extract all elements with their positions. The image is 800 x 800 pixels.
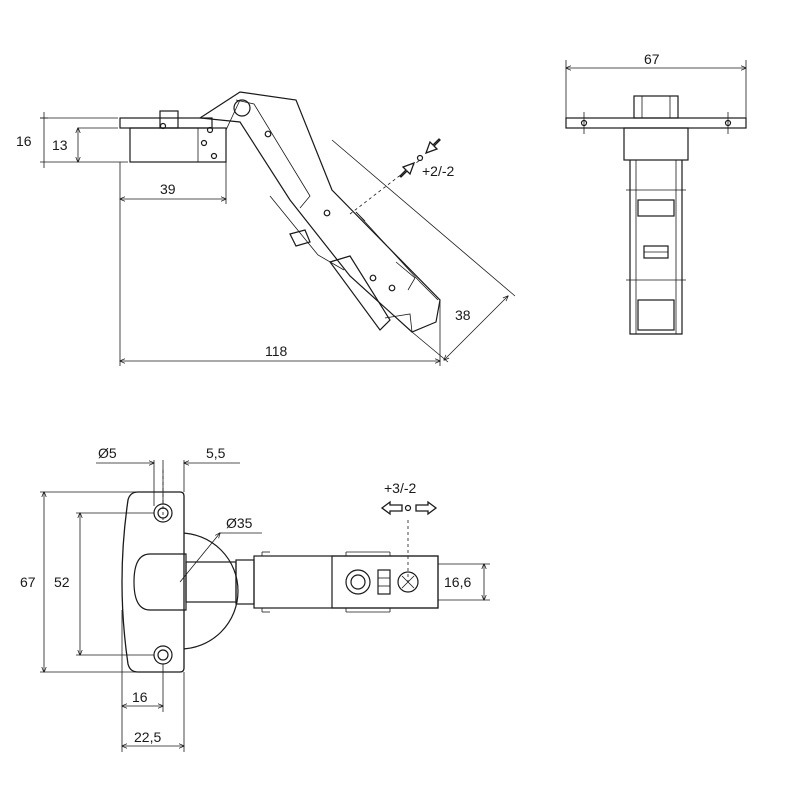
dim-16-label: 16 — [16, 133, 32, 149]
dim-16-6: 16,6 — [438, 564, 490, 600]
dim-16-13: 16 13 — [16, 112, 128, 168]
dim-16-bottom-label: 16 — [132, 689, 148, 705]
side-view: 16 13 39 118 38 +2/-2 — [16, 91, 516, 366]
dim-16-bottom: 16 — [122, 610, 163, 752]
dim-118: 118 — [120, 300, 440, 366]
dim-hole-label: Ø5 — [98, 445, 117, 461]
dim-39: 39 — [120, 162, 226, 366]
dim-22-5-label: 22,5 — [134, 729, 161, 745]
dim-16-6-label: 16,6 — [444, 574, 471, 590]
dim-67-left: 67 — [20, 492, 138, 672]
plan-view: Ø5 5,5 Ø35 67 52 16,6 — [20, 445, 490, 752]
end-view: 67 — [565, 51, 747, 335]
dim-hole-5: Ø5 5,5 — [96, 445, 240, 506]
dim-67-top: 67 — [566, 51, 746, 118]
mounting-plate — [119, 110, 227, 163]
dim-cup-35: Ø35 — [179, 515, 262, 583]
cup-outline — [179, 532, 239, 650]
dim-118-label: 118 — [265, 343, 288, 359]
adjust-arrow-plan: +3/-2 — [380, 480, 438, 516]
dim-52-label: 52 — [54, 574, 70, 590]
dim-5-5-label: 5,5 — [206, 445, 226, 461]
dim-cup-label: Ø35 — [226, 515, 253, 531]
dim-67-top-label: 67 — [644, 51, 660, 67]
dim-67-left-label: 67 — [20, 574, 36, 590]
end-view-body — [565, 95, 747, 335]
dim-39-label: 39 — [160, 181, 176, 197]
adjust-arrow-side: +2/-2 — [349, 138, 455, 215]
adjust-plan-label: +3/-2 — [384, 480, 417, 496]
plan-plate — [121, 491, 185, 673]
dim-38: 38 — [331, 139, 516, 363]
hinge-arm — [198, 91, 441, 333]
dim-13-label: 13 — [52, 137, 68, 153]
adjust-side-label: +2/-2 — [422, 163, 455, 179]
plan-arm — [185, 551, 439, 613]
dim-22-5: 22,5 — [122, 672, 184, 752]
dim-52: 52 — [54, 513, 154, 655]
dim-38-label: 38 — [455, 307, 471, 323]
